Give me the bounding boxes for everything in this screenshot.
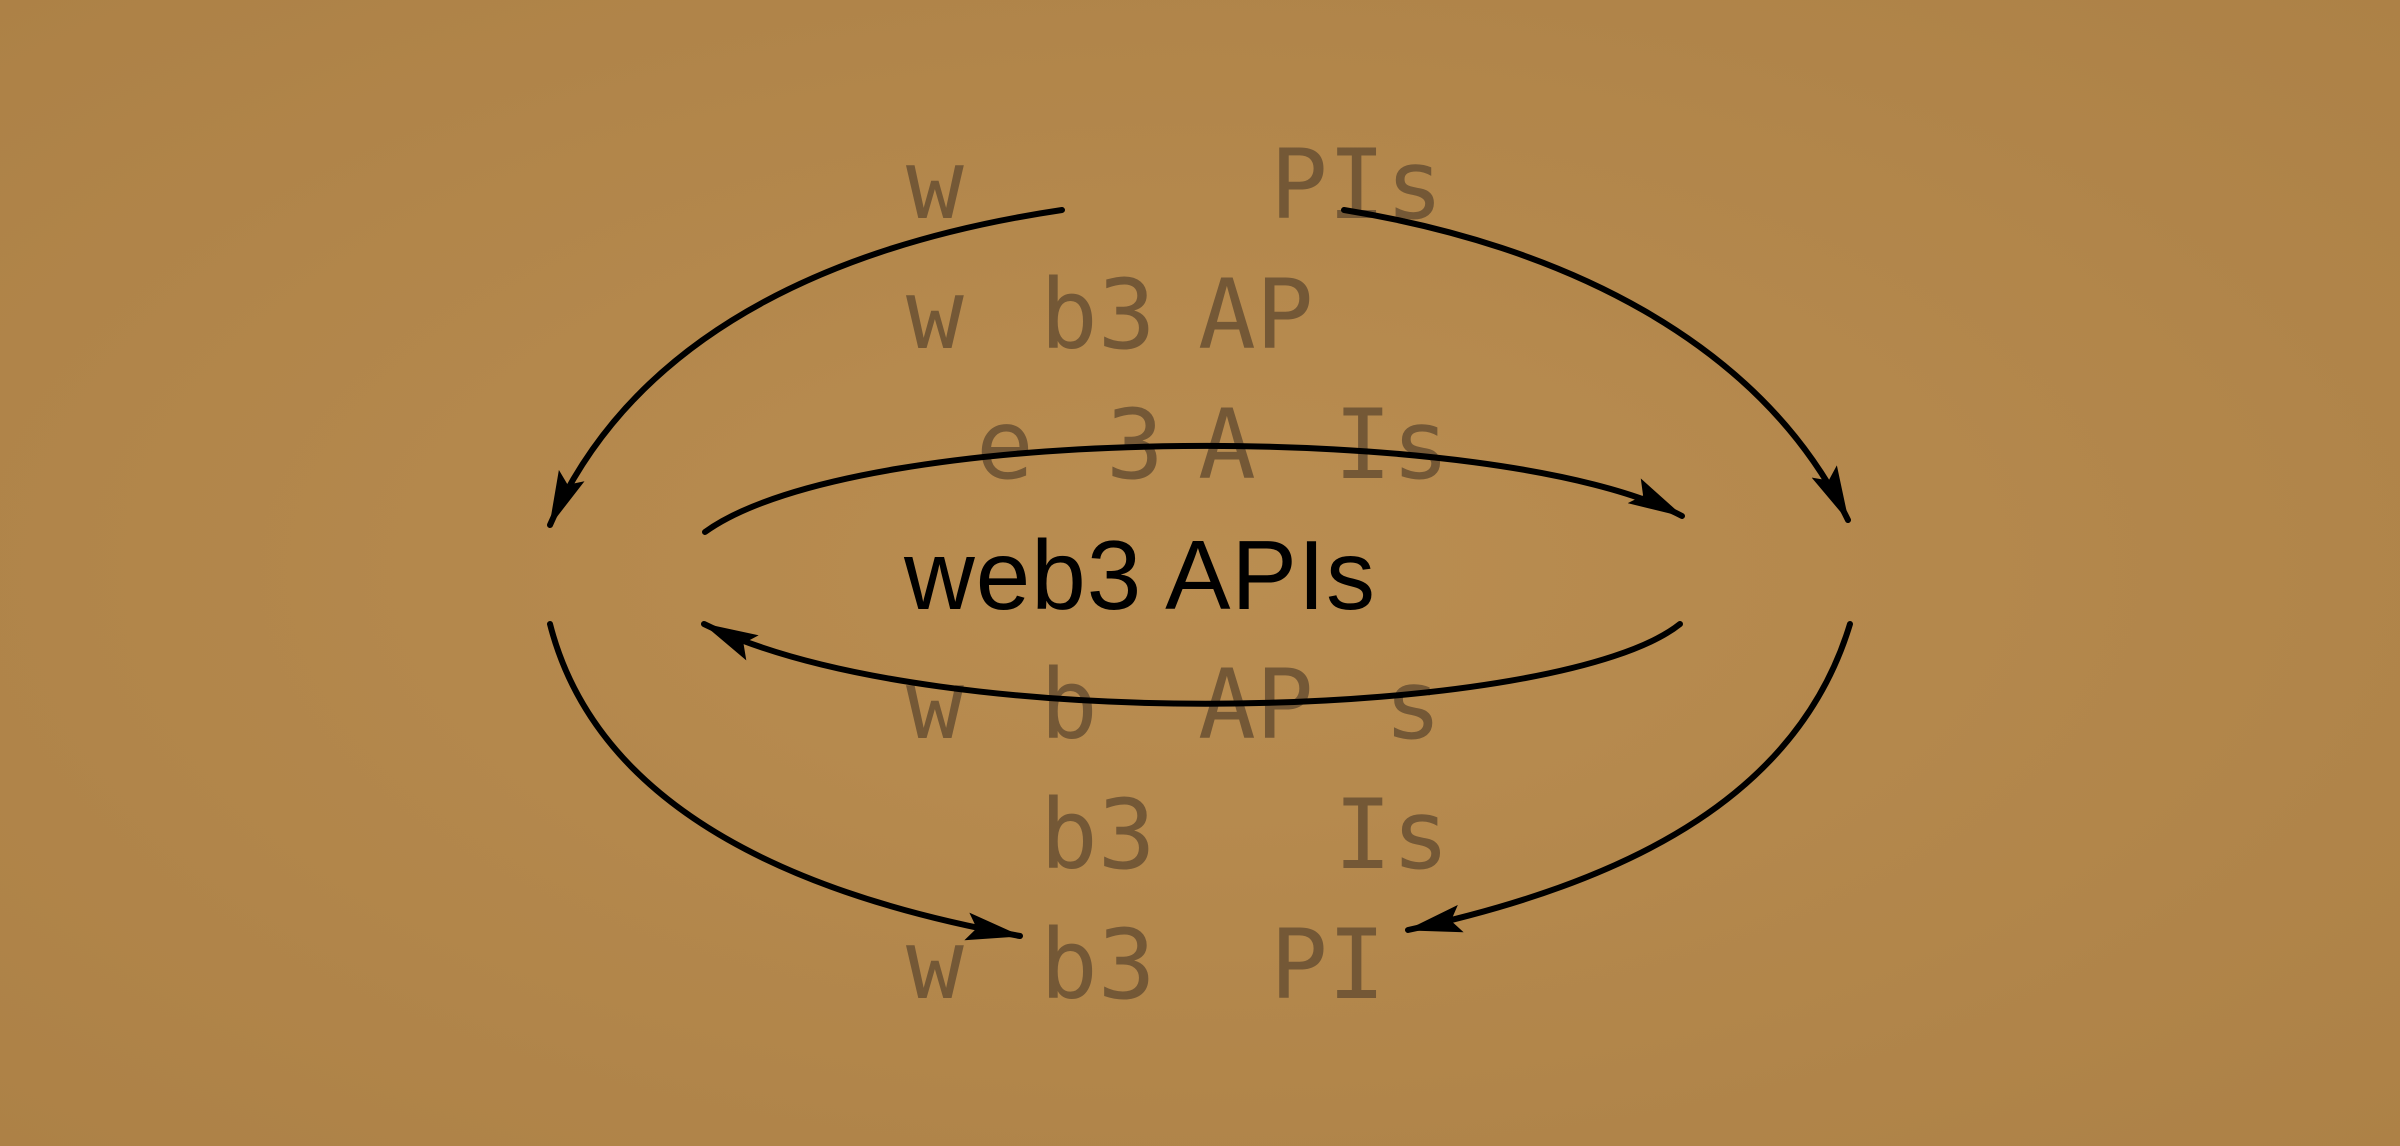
faded-fragment: PI	[1270, 909, 1386, 1021]
arrow-middle-lower	[701, 621, 1683, 707]
faded-fragment: w	[906, 129, 964, 241]
faded-row-6: w b3 PI	[0, 910, 2400, 1020]
arrow-top-left	[547, 207, 1065, 528]
faded-fragment: e	[976, 389, 1034, 501]
faded-row-5: b3 Is	[0, 780, 2400, 890]
faded-fragment: Is	[1334, 779, 1450, 891]
headline-web3-apis: web3 APIs	[904, 520, 1377, 630]
arrow-middle-upper	[702, 442, 1685, 535]
faded-fragment: b3	[1040, 909, 1156, 1021]
faded-fragment: w	[906, 259, 964, 371]
faded-fragment: Is	[1334, 389, 1450, 501]
faded-fragment: b3	[1040, 779, 1156, 891]
arrow-bottom-left	[547, 621, 1023, 941]
faded-fragment: w	[906, 649, 964, 761]
faded-row-2: w b3 AP	[0, 260, 2400, 370]
faded-fragment: w	[906, 909, 964, 1021]
faded-fragment: s	[1384, 649, 1442, 761]
arrow-bottom-right	[1405, 621, 1853, 933]
faded-fragment: AP	[1198, 259, 1314, 371]
arrow-top-right	[1341, 207, 1851, 523]
faded-fragment: b	[1040, 649, 1098, 761]
faded-fragment: b3	[1040, 259, 1156, 371]
